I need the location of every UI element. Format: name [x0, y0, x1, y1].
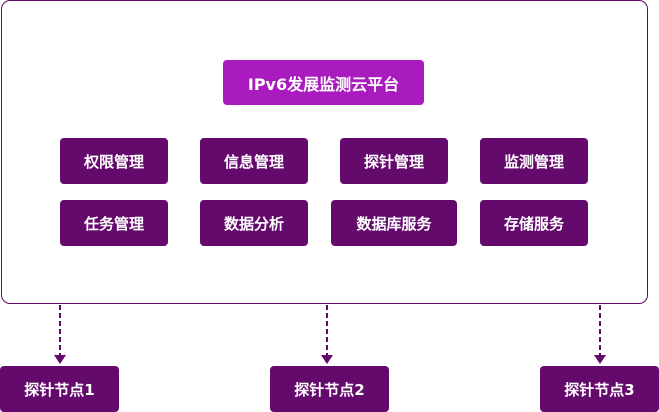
probe-node-1: 探针节点1: [0, 366, 119, 412]
module-permission-management: 权限管理: [60, 138, 168, 184]
module-data-analysis: 数据分析: [200, 200, 308, 246]
module-database-service: 数据库服务: [331, 200, 457, 246]
arrow-down-icon: [321, 355, 333, 364]
arrow-down-icon: [54, 355, 66, 364]
probe-node-3: 探针节点3: [540, 366, 659, 412]
arrow-down-icon: [594, 355, 606, 364]
module-task-management: 任务管理: [60, 200, 168, 246]
platform-title: IPv6发展监测云平台: [223, 60, 424, 105]
module-storage-service: 存储服务: [480, 200, 588, 246]
module-probe-management: 探针管理: [340, 138, 448, 184]
probe-node-2: 探针节点2: [270, 366, 389, 412]
connector-node-3: [594, 305, 606, 364]
connector-node-1: [54, 305, 66, 364]
module-monitoring-management: 监测管理: [480, 138, 588, 184]
connector-node-2: [321, 305, 333, 364]
module-information-management: 信息管理: [200, 138, 308, 184]
